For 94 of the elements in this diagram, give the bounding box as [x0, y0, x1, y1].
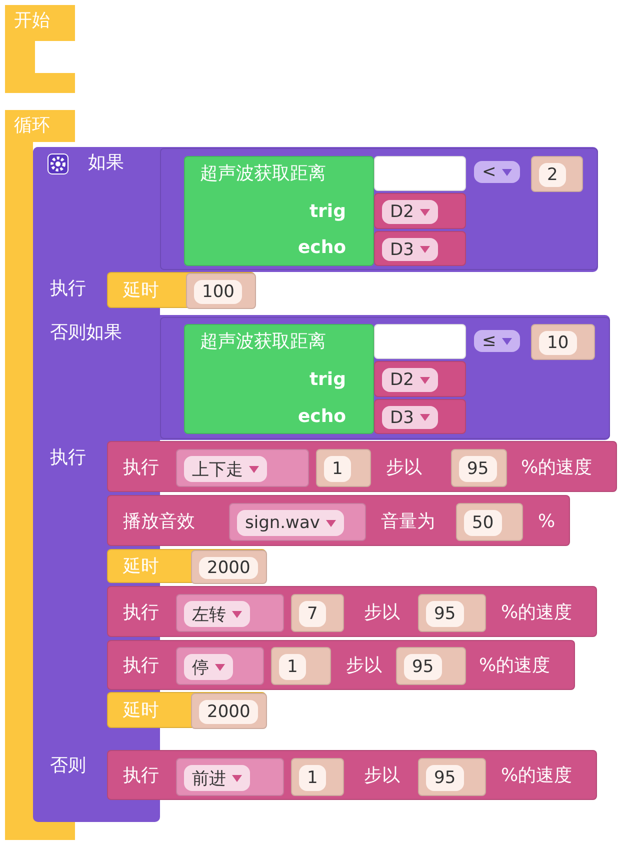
- number-socket: [271, 647, 331, 685]
- dropdown-field: 前进: [184, 765, 250, 791]
- number-socket: [456, 503, 523, 541]
- block-label: 音量为: [381, 510, 435, 532]
- number-field: 2000: [199, 700, 258, 724]
- motion-block: [107, 640, 575, 690]
- dropdown-field: <: [474, 161, 520, 183]
- motion-block: [107, 441, 617, 492]
- block-label: 步以: [364, 765, 400, 787]
- delay-block: [107, 692, 266, 728]
- dropdown-field: 上下走: [184, 456, 267, 482]
- compare-block: [160, 317, 610, 439]
- empty-socket: [374, 156, 466, 191]
- dropdown-socket: [176, 594, 284, 632]
- delay-block: [107, 549, 266, 583]
- motion-block: [107, 750, 597, 800]
- number-socket: [186, 273, 256, 309]
- block-label: 超声波获取距离: [200, 331, 326, 353]
- block-label: 执行: [50, 278, 86, 300]
- sensor-block: [184, 156, 374, 266]
- number-field: 1: [299, 765, 326, 791]
- number-socket: [191, 550, 267, 584]
- dropdown-field: D2: [382, 200, 438, 224]
- number-field: 1: [279, 654, 306, 680]
- dropdown-field: D3: [382, 406, 438, 429]
- pin-socket: [374, 399, 466, 434]
- dropdown-field: sign.wav: [237, 510, 344, 536]
- if-block: [33, 147, 617, 822]
- block-label: %: [538, 510, 556, 532]
- block-label: 开始: [14, 10, 50, 32]
- block-label: 步以: [346, 655, 382, 677]
- block-label: echo: [298, 406, 346, 428]
- block-label: 执行: [50, 447, 86, 469]
- block-label: echo: [298, 237, 346, 259]
- block-label: 延时: [123, 280, 159, 302]
- block-label: 超声波获取距离: [200, 163, 326, 185]
- number-field: 95: [404, 654, 442, 680]
- empty-socket: [374, 324, 466, 359]
- number-field: 2: [539, 163, 566, 187]
- block-label: %的速度: [501, 602, 572, 624]
- number-socket: [291, 758, 344, 796]
- number-socket: [291, 594, 344, 632]
- number-field: 95: [459, 456, 497, 482]
- block-label: %的速度: [479, 655, 550, 677]
- number-field: 7: [299, 601, 326, 627]
- number-socket: [396, 647, 466, 685]
- block-label: trig: [309, 369, 346, 391]
- block-label: 循环: [14, 115, 50, 137]
- block-label: 执行: [123, 602, 159, 624]
- block-label: %的速度: [501, 765, 572, 787]
- block-label: 播放音效: [123, 510, 195, 532]
- block-label: %的速度: [521, 456, 592, 478]
- pin-socket: [374, 193, 466, 229]
- block-label: 如果: [88, 152, 124, 174]
- delay-block: [107, 272, 255, 308]
- dropdown-socket: [176, 647, 264, 685]
- dropdown-field: D2: [382, 368, 438, 392]
- number-socket: [531, 324, 595, 360]
- number-socket: [531, 156, 583, 192]
- pin-socket: [374, 361, 466, 397]
- block-label: 执行: [123, 456, 159, 478]
- dropdown-socket: [229, 503, 366, 541]
- number-field: 1: [324, 456, 351, 482]
- number-socket: [316, 449, 371, 487]
- block-label: 延时: [123, 556, 159, 578]
- number-socket: [451, 449, 507, 487]
- number-field: 100: [194, 280, 242, 304]
- dropdown-socket: [176, 758, 284, 796]
- number-field: 95: [426, 601, 464, 627]
- dropdown-field: ≤: [474, 330, 520, 352]
- block-label: 否则: [50, 755, 86, 777]
- block-label: 步以: [386, 456, 422, 478]
- dropdown-field: 停: [184, 654, 233, 680]
- number-field: 50: [464, 510, 502, 536]
- pin-socket: [374, 231, 466, 266]
- dropdown-field: 左转: [184, 601, 250, 627]
- number-socket: [418, 758, 486, 796]
- block-label: trig: [309, 201, 346, 223]
- block-label: 执行: [123, 765, 159, 787]
- number-field: 2000: [199, 557, 258, 579]
- motion-block: [107, 586, 597, 637]
- number-socket: [191, 693, 267, 729]
- compare-block: [160, 148, 598, 270]
- block-label: 延时: [123, 700, 159, 722]
- sound-block: [107, 495, 570, 546]
- number-socket: [418, 594, 486, 632]
- number-field: 95: [426, 765, 464, 791]
- dropdown-field: D3: [382, 238, 438, 261]
- block-label: 执行: [123, 655, 159, 677]
- number-field: 10: [539, 331, 577, 355]
- block-label: 否则如果: [50, 322, 122, 344]
- block-label: 步以: [364, 602, 400, 624]
- dropdown-socket: [176, 449, 309, 487]
- sensor-block: [184, 324, 374, 434]
